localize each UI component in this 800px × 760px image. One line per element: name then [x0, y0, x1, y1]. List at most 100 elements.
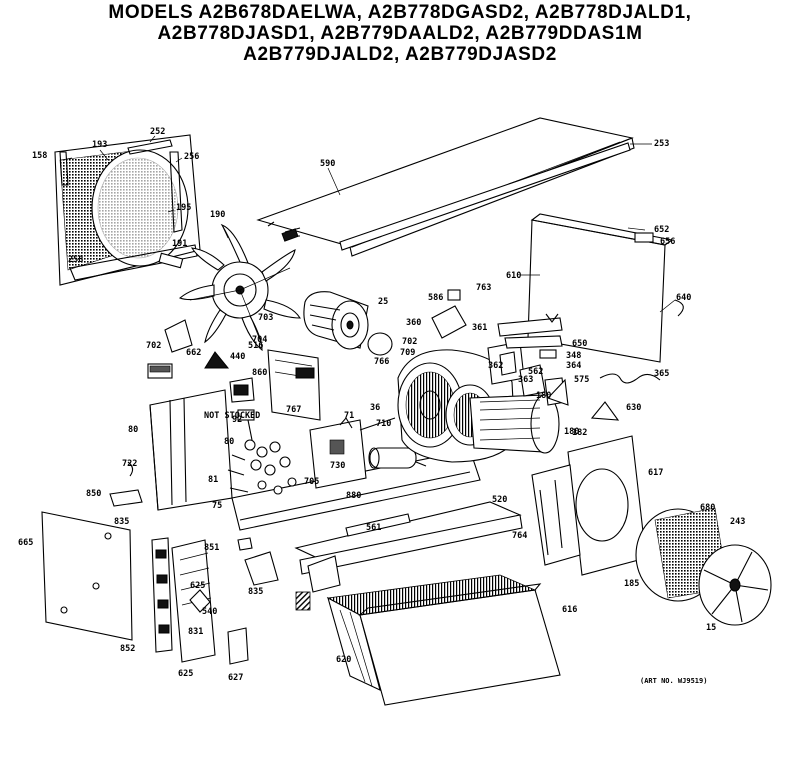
callout-256: 256	[184, 152, 199, 162]
callout-610: 610	[506, 271, 521, 281]
callout-656: 656	[660, 237, 675, 247]
callout-362: 362	[488, 361, 503, 371]
callout-764: 764	[512, 531, 527, 541]
title-line-1: MODELS A2B678DAELWA, A2B778DGASD2, A2B77…	[108, 2, 692, 23]
callout-190: 190	[210, 210, 225, 220]
callout-562: 562	[528, 367, 543, 377]
callout-180-lower: 180	[564, 427, 579, 437]
control-panel	[41, 511, 133, 641]
callout-561: 561	[366, 523, 381, 533]
callout-763: 763	[476, 283, 491, 293]
callout-80-center: 80	[224, 437, 234, 447]
condenser-fan-blade	[178, 223, 301, 352]
callout-586: 586	[428, 293, 443, 303]
bulkhead-panel	[531, 435, 647, 576]
art-number: (ART NO. WJ9519)	[640, 677, 708, 685]
callout-15: 15	[706, 623, 716, 633]
callout-348: 348	[566, 351, 581, 361]
leader-lines	[61, 135, 676, 313]
callout-850: 850	[86, 489, 101, 499]
callout-364: 364	[566, 361, 581, 371]
callout-767: 767	[286, 405, 301, 415]
callout-710: 710	[376, 419, 391, 429]
callout-253: 253	[654, 139, 669, 149]
callout-520: 520	[492, 495, 507, 505]
filter-block	[295, 591, 311, 611]
callout-705: 705	[304, 477, 319, 487]
callout-620: 620	[336, 655, 351, 665]
drain-pan	[294, 501, 523, 593]
callout-709: 709	[400, 348, 415, 358]
callout-766: 766	[374, 357, 389, 367]
callout-625-lower: 625	[178, 669, 193, 679]
motor-mount-bracket	[431, 289, 467, 339]
evaporator-blower-wheel	[469, 394, 560, 454]
callout-627: 627	[228, 673, 243, 683]
part-callouts: 158 193 252 256 195 258 590 253 190 191 …	[18, 127, 745, 683]
callout-640: 640	[676, 293, 691, 303]
title-line-3: A2B779DJALD2, A2B779DJASD2	[243, 44, 557, 65]
callout-860-upper: 860	[252, 368, 267, 378]
triangular-bracket	[547, 378, 569, 406]
evaporator-grille-orifice	[635, 507, 772, 626]
control-panel-bracket	[267, 349, 321, 421]
callout-25: 25	[378, 297, 388, 307]
title-block: MODELS A2B678DAELWA, A2B778DGASD2, A2B77…	[0, 2, 800, 65]
callout-835-upper: 835	[114, 517, 129, 527]
callout-650: 650	[572, 339, 587, 349]
callout-92: 92	[232, 415, 242, 425]
callout-575: 575	[574, 375, 589, 385]
callout-193: 193	[92, 140, 107, 150]
louver-strip	[151, 537, 173, 653]
callout-730: 730	[330, 461, 345, 471]
callout-36: 36	[370, 403, 380, 413]
callout-851: 851	[204, 543, 219, 553]
callout-702-right: 702	[402, 337, 417, 347]
callout-191: 191	[172, 239, 187, 249]
callout-180-upper: 180	[536, 391, 551, 401]
callout-680: 680	[700, 503, 715, 513]
control-box	[309, 417, 396, 489]
callout-252: 252	[150, 127, 165, 137]
callout-662: 662	[186, 348, 201, 358]
small-bracket-835	[244, 551, 279, 586]
louver-assembly	[171, 539, 216, 663]
callout-852: 852	[120, 644, 135, 654]
callout-158: 158	[32, 151, 47, 161]
lower-trim-566	[237, 537, 253, 551]
evaporator-coil	[326, 574, 537, 691]
callout-835-lower: 835	[248, 587, 263, 597]
small-parts-left	[147, 319, 255, 403]
fan-shaft-part	[158, 252, 184, 269]
callout-540: 540	[202, 607, 217, 617]
callout-80-left: 80	[128, 425, 138, 435]
callout-590: 590	[320, 159, 335, 169]
callout-625: 625	[190, 581, 205, 591]
callout-185: 185	[624, 579, 639, 589]
callout-516: 516	[248, 341, 263, 351]
electrical-component-cluster	[227, 409, 297, 495]
callout-363: 363	[518, 375, 533, 385]
right-side-panel	[527, 213, 684, 363]
callout-703: 703	[258, 313, 273, 323]
callout-704: 704	[252, 335, 267, 345]
callout-617: 617	[648, 468, 663, 478]
callout-81: 81	[208, 475, 218, 485]
callout-195: 195	[176, 203, 191, 213]
callout-652: 652	[654, 225, 669, 235]
callout-440: 440	[230, 352, 245, 362]
wire-harness	[599, 373, 661, 384]
callout-616: 616	[562, 605, 577, 615]
callout-182: 182	[572, 428, 587, 438]
callout-258: 258	[68, 255, 83, 265]
rail-assembly	[497, 313, 563, 359]
callout-722: 722	[122, 459, 137, 469]
callout-630: 630	[626, 403, 641, 413]
callout-71: 71	[344, 411, 354, 421]
callout-243: 243	[730, 517, 745, 527]
callout-831: 831	[188, 627, 203, 637]
callout-702-left: 702	[146, 341, 161, 351]
rear-grille-shroud	[54, 134, 201, 286]
title-line-2: A2B778DJASD1, A2B779DAALD2, A2B779DDAS1M	[157, 23, 643, 44]
